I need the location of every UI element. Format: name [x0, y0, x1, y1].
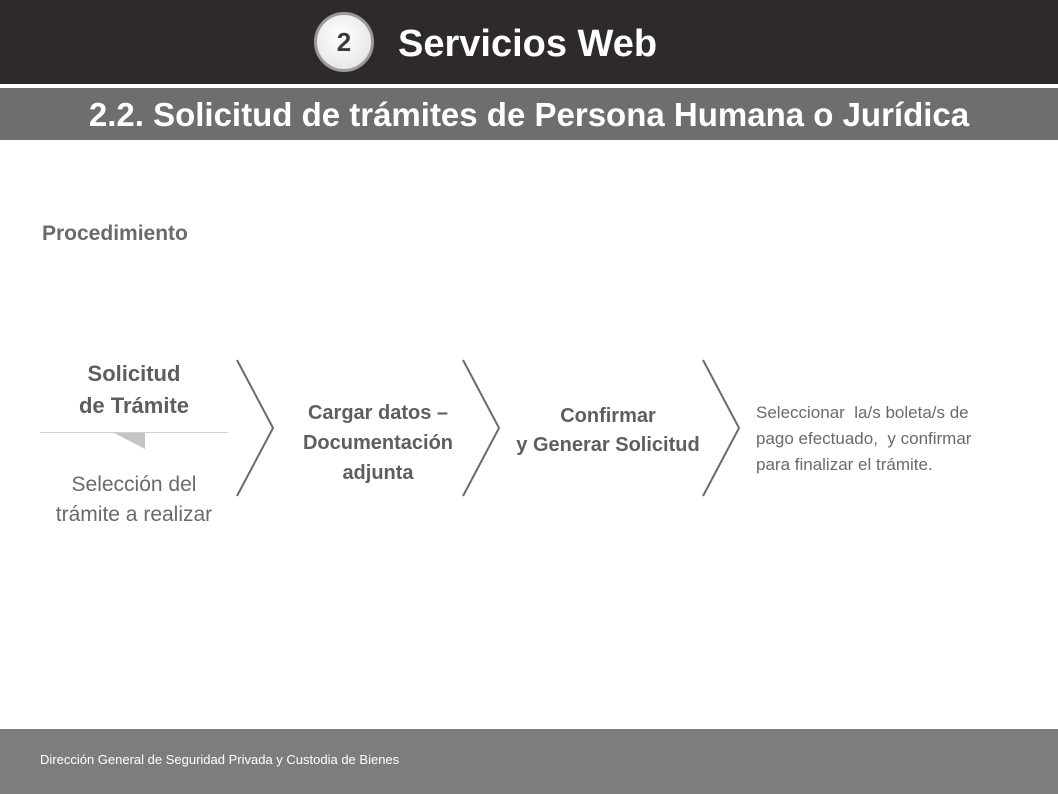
step-1-title: Solicitud de Trámite	[40, 358, 228, 422]
step-4-text-line-1: Seleccionar la/s boleta/s de	[756, 403, 969, 422]
step-2-title-line-2: Documentación	[302, 432, 454, 454]
step-2-title-line-1: Cargar datos –	[307, 402, 449, 424]
step-2-title: Cargar datos – Documentación adjunta	[286, 398, 470, 488]
step-1-divider	[40, 432, 228, 433]
chevron-3-icon	[702, 359, 741, 497]
step-1-subtitle-line-2: trámite a realizar	[55, 503, 213, 526]
step-1-subtitle-line-1: Selección del	[71, 473, 197, 496]
section-title: 2.2. Solicitud de trámites de Persona Hu…	[0, 88, 1058, 140]
step-3-title-line-1: Confirmar	[560, 405, 656, 427]
header-bar	[0, 0, 1058, 84]
step-3-title-line-2: y Generar Solicitud	[516, 434, 700, 456]
chevron-1-icon	[236, 359, 275, 497]
section-number: 2	[336, 26, 352, 57]
step-4-text-line-2: pago efectuado, y confirmar	[756, 429, 972, 448]
step-3-title: Confirmar y Generar Solicitud	[508, 402, 708, 460]
chevron-2-icon	[462, 359, 501, 497]
header-divider	[0, 84, 1058, 87]
procedure-label: Procedimiento	[42, 222, 188, 245]
step-4-text: Seleccionar la/s boleta/s de pago efectu…	[756, 400, 1026, 478]
page-title: Servicios Web	[398, 23, 658, 65]
footer-bar	[0, 729, 1058, 794]
section-number-badge: 2	[314, 12, 374, 72]
step-4-text-line-3: para finalizar el trámite.	[756, 455, 933, 474]
step-1-pointer	[114, 433, 145, 449]
step-1-subtitle: Selección del trámite a realizar	[40, 470, 228, 530]
step-1-title-line-2: de Trámite	[78, 393, 190, 418]
footer-text: Dirección General de Seguridad Privada y…	[40, 752, 400, 767]
step-2-title-line-3: adjunta	[342, 462, 414, 484]
step-1-title-line-1: Solicitud	[87, 361, 181, 386]
